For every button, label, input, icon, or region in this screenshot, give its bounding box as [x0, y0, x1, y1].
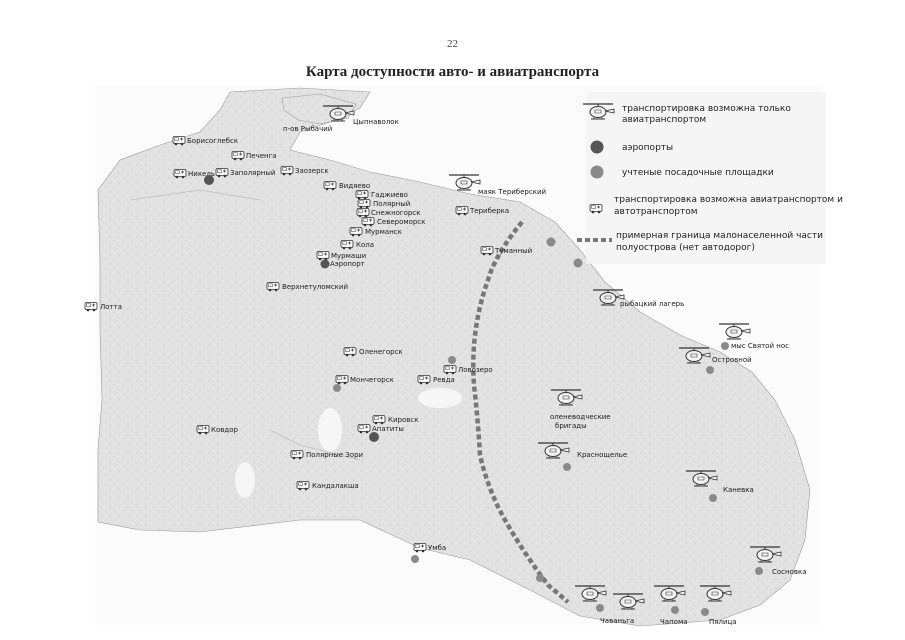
- place-chapoma: Чапома: [660, 618, 688, 626]
- lake: [235, 462, 255, 498]
- landing-pad-marker: [709, 494, 717, 502]
- landing-pad-marker: [411, 555, 419, 563]
- place-tsypnavolok: Цыпнаволок: [353, 118, 399, 126]
- place-murmansk: Мурманск: [365, 228, 402, 236]
- place-lovozero: Ловозеро: [458, 366, 493, 374]
- landing-pad-marker: [573, 258, 583, 268]
- lake: [318, 408, 342, 452]
- landing-pad-marker: [563, 463, 571, 471]
- place-pyalitsa: Пялица: [709, 618, 737, 626]
- place-kirovsk: Кировск: [388, 416, 418, 424]
- place-revda: Ревда: [433, 376, 455, 384]
- airport-marker-icon: [590, 140, 604, 154]
- place-airport: Аэропорт: [330, 260, 365, 268]
- landing-pad-marker: [333, 384, 341, 392]
- legend-background: [586, 92, 826, 264]
- legend-pads: учтеные посадочные площадки: [622, 168, 774, 178]
- place-polyarnye-zori: Полярные Зори: [306, 451, 363, 459]
- legend: транспортировка возможна только авиатран…: [577, 92, 843, 264]
- legend-airports: аэропорты: [622, 143, 673, 153]
- landing-pad-marker: [536, 574, 544, 582]
- legend-border-line2: полуострова (нет автодорог): [616, 243, 755, 253]
- place-kovdor: Ковдор: [211, 426, 239, 434]
- place-monchegorsk: Мончегорск: [350, 376, 394, 384]
- landing-pad-marker: [721, 342, 729, 350]
- airport-marker: [204, 175, 214, 185]
- legend-both-line2: автотранспортом: [614, 207, 698, 217]
- legend-heli-line2: авиатранспортом: [622, 115, 706, 125]
- place-nikel: Никель: [188, 170, 215, 178]
- place-rybachy: п-ов Рыбачий: [283, 125, 332, 133]
- place-kola: Кола: [356, 241, 374, 249]
- landing-pad-marker: [706, 366, 714, 374]
- place-vidyaevo: Видяево: [339, 182, 370, 190]
- place-kandalaksha: Кандалакша: [312, 482, 359, 490]
- airport-marker: [320, 259, 330, 269]
- legend-both-line1: транспортировка возможна авиатранспортом…: [614, 195, 843, 205]
- place-pechenga: Печенга: [246, 152, 277, 160]
- place-borisoglebsk: Борисоглебск: [187, 137, 238, 145]
- place-polyarny: Полярный: [373, 200, 410, 208]
- place-rybatsky-lager: рыбацкий лагерь: [620, 300, 684, 308]
- lake: [418, 388, 462, 408]
- legend-border-line1: примерная граница малонаселенной части: [616, 231, 823, 241]
- place-olenevod-line1: оленеводческие: [550, 413, 611, 421]
- place-lotta: Лотта: [100, 303, 122, 311]
- page-number: 22: [447, 38, 458, 50]
- place-severomorsk: Североморск: [377, 218, 425, 226]
- place-apatity: Апатиты: [372, 425, 404, 433]
- place-sosnovka: Сосновка: [772, 568, 807, 576]
- sparse-area-border-line: [471, 220, 570, 604]
- place-tumanny: Туманный: [494, 247, 532, 255]
- landing-pad-marker: [546, 237, 556, 247]
- place-murmashi: Мурмаши: [331, 252, 366, 260]
- place-mayak-teriberski: маяк Териберский: [478, 188, 546, 196]
- place-chavanga: Чаваньга: [600, 617, 634, 625]
- landing-pad-marker: [671, 606, 679, 614]
- place-gadzhievo: Гаджиево: [371, 191, 408, 199]
- legend-heli-line1: транспортировка возможна только: [622, 104, 791, 114]
- place-krasnoshchelye: Краснощелье: [577, 451, 627, 459]
- landing-pad-marker: [448, 356, 456, 364]
- place-verkhnetulomsky: Верхнетуломский: [282, 283, 348, 291]
- landing-pad-marker: [755, 567, 763, 575]
- place-snezhnogorsk: Снежногорск: [371, 209, 420, 217]
- landing-pad-marker: [701, 608, 709, 616]
- airport-marker: [369, 432, 379, 442]
- place-ostrovnoy: Островной: [712, 356, 752, 364]
- place-zaozersk: Заозерск: [295, 167, 329, 175]
- landing-pad-marker: [596, 604, 604, 612]
- place-zapolyarny: Заполярный: [230, 169, 275, 177]
- place-teriberka: Териберка: [469, 207, 509, 215]
- place-olenevod-line2: бригады: [555, 422, 587, 430]
- landing-pad-marker-icon: [590, 165, 604, 179]
- place-olenegorsk: Оленегорск: [359, 348, 403, 356]
- place-mys-svyatoy-nos: мыс Святой нос: [731, 342, 789, 350]
- map-title: Карта доступности авто- и авиатранспорта: [305, 64, 600, 80]
- region-boundary: [129, 189, 361, 461]
- place-kanevka: Каневка: [723, 486, 754, 494]
- place-umba: Умба: [428, 544, 446, 552]
- car-icon: [84, 302, 98, 312]
